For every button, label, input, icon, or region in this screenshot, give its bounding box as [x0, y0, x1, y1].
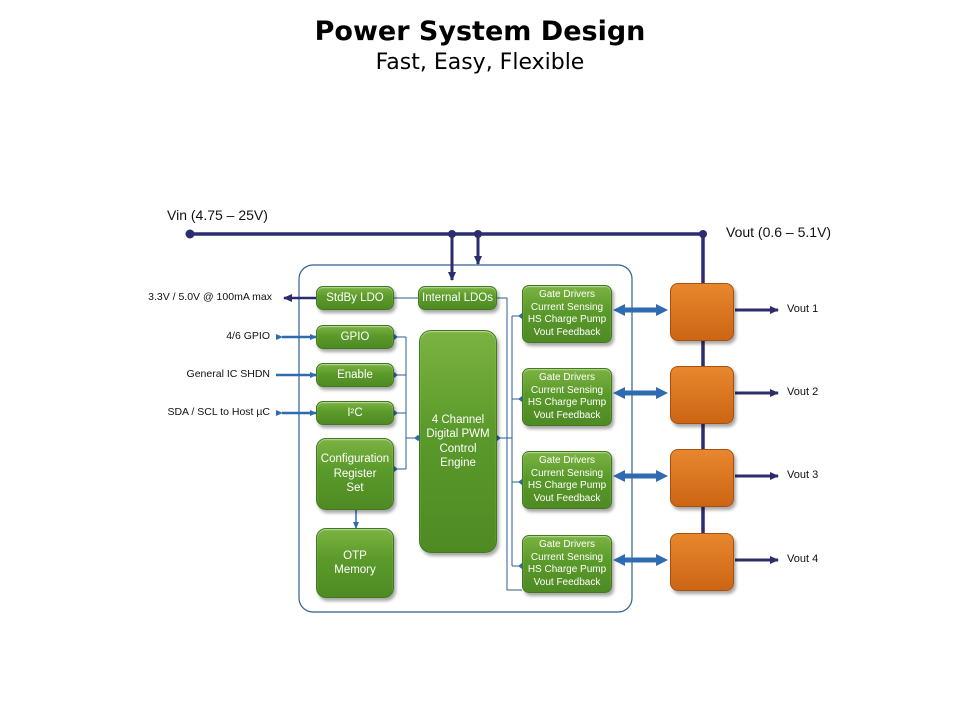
driver-line: HS Charge Pump	[527, 480, 607, 491]
vout3-label: Vout 3	[787, 469, 819, 481]
stdby-ldo-block: StdBy LDO	[316, 286, 394, 310]
pwm-engine-line: Digital PWM	[426, 428, 490, 441]
driver-line: HS Charge Pump	[527, 397, 607, 408]
driver-line: Gate Drivers	[538, 372, 596, 383]
stdby-ldo-label: StdBy LDO	[326, 291, 384, 304]
driver-line: Gate Drivers	[538, 289, 596, 300]
gpio-block: GPIO	[316, 325, 394, 349]
i2c-block: I²C	[316, 401, 394, 425]
driver-line: HS Charge Pump	[527, 314, 607, 325]
power-stage-3	[670, 449, 734, 507]
driver-line: Current Sensing	[530, 467, 604, 479]
vout2-label: Vout 2	[787, 386, 819, 398]
enable-block: Enable	[316, 363, 394, 387]
stdby-output-label: 3.3V / 5.0V @ 100mA max	[148, 291, 272, 303]
power-stage-1	[670, 283, 734, 341]
controller-ic-outline	[298, 264, 633, 613]
driver-line: Current Sensing	[530, 384, 604, 396]
vout4-label: Vout 4	[787, 553, 819, 565]
otp-memory-line: OTP	[343, 549, 367, 562]
driver-line: Gate Drivers	[538, 539, 596, 550]
pwm-engine-line: Engine	[440, 456, 476, 469]
channel-4-driver-block: Gate Drivers Current Sensing HS Charge P…	[522, 535, 612, 593]
config-register-line: Register	[333, 467, 377, 480]
vin-label: Vin (4.75 – 25V)	[167, 207, 268, 223]
i2c-host-label: SDA / SCL to Host µC	[167, 406, 270, 418]
channel-2-driver-block: Gate Drivers Current Sensing HS Charge P…	[522, 368, 612, 426]
vout-range-label: Vout (0.6 – 5.1V)	[726, 224, 832, 240]
otp-memory-block: OTP Memory	[316, 528, 394, 598]
internal-ldos-block: Internal LDOs	[418, 286, 497, 310]
gpio-block-label: GPIO	[340, 330, 370, 343]
otp-memory-line: Memory	[334, 564, 376, 576]
shdn-label: General IC SHDN	[186, 368, 270, 380]
driver-line: HS Charge Pump	[527, 564, 607, 575]
pwm-engine-line: 4 Channel	[431, 413, 485, 426]
driver-line: Current Sensing	[530, 551, 604, 563]
power-stage-4	[670, 533, 734, 591]
driver-stage-links	[613, 304, 668, 566]
power-stage-2	[670, 366, 734, 424]
internal-ldos-label: Internal LDOs	[422, 291, 493, 304]
driver-line: Current Sensing	[530, 301, 604, 313]
page-title: Power System Design	[314, 16, 646, 47]
channel-1-driver-block: Gate Drivers Current Sensing HS Charge P…	[522, 285, 612, 343]
channel-3-driver-block: Gate Drivers Current Sensing HS Charge P…	[522, 451, 612, 509]
driver-line: Vout Feedback	[533, 492, 601, 504]
config-register-line: Set	[346, 482, 364, 495]
driver-line: Gate Drivers	[538, 455, 596, 466]
pwm-engine-line: Control	[439, 442, 477, 455]
i2c-block-label: I²C	[347, 406, 363, 419]
enable-block-label: Enable	[337, 368, 373, 381]
vout1-label: Vout 1	[787, 303, 819, 315]
page-subtitle: Fast, Easy, Flexible	[375, 50, 585, 75]
config-register-line: Configuration	[320, 453, 390, 466]
driver-line: Vout Feedback	[533, 326, 601, 338]
gpio-label: 4/6 GPIO	[226, 330, 270, 342]
pwm-control-engine-block: 4 Channel Digital PWM Control Engine	[419, 330, 497, 553]
driver-line: Vout Feedback	[533, 576, 601, 588]
config-register-block: Configuration Register Set	[316, 438, 394, 510]
driver-line: Vout Feedback	[533, 409, 601, 421]
